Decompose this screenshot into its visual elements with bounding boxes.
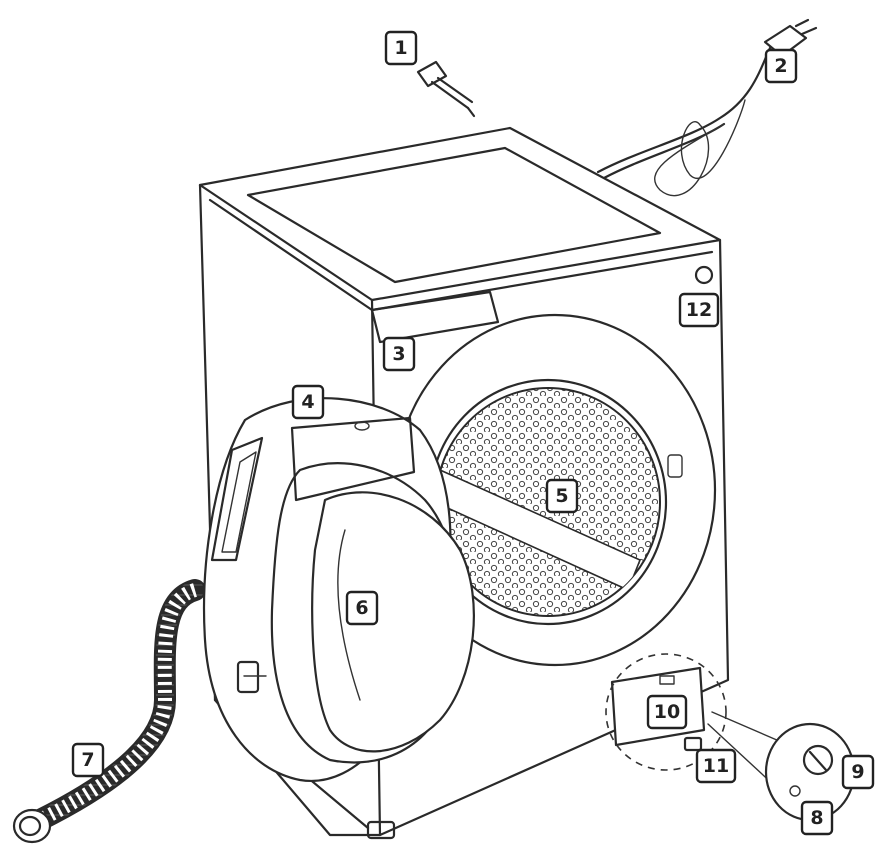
callout-11-text: 11 bbox=[703, 755, 729, 777]
callout-5: 5 bbox=[547, 480, 577, 512]
callout-3: 3 bbox=[384, 338, 414, 370]
callout-6: 6 bbox=[347, 592, 377, 624]
callout-6-text: 6 bbox=[355, 597, 368, 619]
callout-5-text: 5 bbox=[555, 485, 568, 507]
callout-2-text: 2 bbox=[774, 55, 787, 77]
callout-4: 4 bbox=[293, 386, 323, 418]
callout-10: 10 bbox=[648, 696, 686, 728]
callout-4-text: 4 bbox=[301, 391, 314, 413]
transit-bolt-icon bbox=[418, 62, 474, 116]
callout-7: 7 bbox=[73, 744, 103, 776]
callout-9: 9 bbox=[843, 756, 873, 788]
power-cord-icon bbox=[598, 20, 816, 196]
callout-8: 8 bbox=[802, 802, 832, 834]
callout-12: 12 bbox=[680, 294, 718, 326]
callout-7-text: 7 bbox=[81, 749, 94, 771]
drain-hose-icon bbox=[14, 590, 195, 842]
callout-11: 11 bbox=[697, 750, 735, 782]
rear-foot bbox=[685, 738, 701, 750]
callout-8-text: 8 bbox=[810, 807, 823, 829]
callout-12-text: 12 bbox=[686, 299, 712, 321]
callout-3-text: 3 bbox=[392, 343, 405, 365]
callout-1-text: 1 bbox=[394, 37, 407, 59]
callout-10-text: 10 bbox=[654, 701, 680, 723]
callout-2: 2 bbox=[766, 50, 796, 82]
callout-9-text: 9 bbox=[851, 761, 864, 783]
callout-1: 1 bbox=[386, 32, 416, 64]
door bbox=[204, 398, 474, 781]
